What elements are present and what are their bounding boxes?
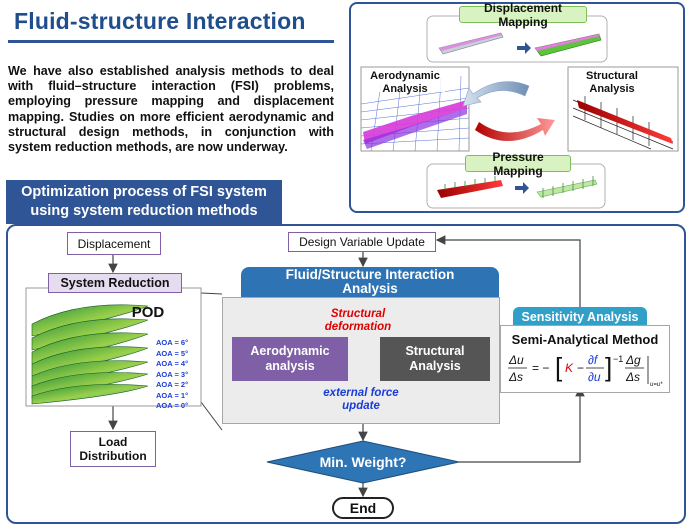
svg-text:u=u*: u=u*	[650, 382, 663, 388]
aoa-legend: AOA = 6° AOA = 5° AOA = 4° AOA = 3° AOA …	[156, 338, 198, 412]
flowchart-connectors	[25, 235, 585, 498]
svg-text:∂f: ∂f	[588, 353, 599, 367]
pod-label: POD	[131, 304, 165, 321]
sensitivity-equation: Δu Δs = − [ K − ∂f ∂u ] −1 Δg Δs u=u*	[508, 352, 663, 388]
aoa-label: AOA = 5°	[156, 348, 189, 358]
fsi-analysis-header: Fluid/Structure Interaction Analysis	[241, 267, 499, 297]
pressure-mapping-label: Pressure Mapping	[465, 150, 571, 178]
svg-text:Δs: Δs	[508, 370, 523, 384]
structural-deformation-label: Structural deformation	[324, 308, 392, 333]
optimization-process-title: Optimization process of FSI system using…	[6, 180, 282, 224]
arrow-decision-to-sensitivity	[459, 386, 585, 463]
svg-text:Δg: Δg	[625, 353, 641, 367]
aoa-label: AOA = 6°	[156, 338, 189, 347]
min-weight-decision	[266, 440, 460, 484]
external-force-update-label: external force update	[323, 387, 399, 412]
aerodynamic-analysis-label: Aerodynamic Analysis	[370, 70, 440, 95]
displacement-box: Displacement	[67, 232, 161, 255]
sensitivity-analysis-header: Sensitivity Analysis	[513, 307, 647, 327]
svg-text:= −: = −	[532, 361, 549, 375]
svg-text:∂u: ∂u	[588, 370, 601, 384]
structural-analysis-box: Structural Analysis	[380, 337, 490, 381]
wing-load-shape	[536, 179, 598, 198]
aerodynamic-analysis-box: Aerodynamic analysis	[232, 337, 348, 381]
load-distribution-box: Load Distribution	[70, 431, 156, 467]
svg-text:[: [	[555, 352, 563, 382]
fsi-mapping-panel: Displacement Mapping Aerodynamic Analysi…	[349, 1, 685, 213]
aoa-label: AOA = 2°	[156, 380, 189, 389]
aoa-label: AOA = 4°	[156, 359, 189, 368]
arrow-sensitivity-to-update	[435, 235, 581, 310]
svg-text:Δu: Δu	[508, 353, 524, 367]
semi-analytical-box	[500, 325, 670, 393]
svg-text:K: K	[565, 361, 574, 375]
design-variable-update-box: Design Variable Update	[288, 232, 436, 252]
min-weight-label: Min. Weight?	[319, 454, 407, 470]
aoa-label: AOA = 1°	[156, 390, 189, 400]
svg-text:Δs: Δs	[625, 370, 640, 384]
pod-wing-stack	[31, 304, 149, 405]
svg-text:−: −	[577, 361, 584, 375]
page-title: Fluid-structure Interaction	[14, 8, 306, 34]
optimization-flowchart-panel: Displacement System Reduction POD AOA = …	[6, 224, 686, 524]
semi-analytical-method-label: Semi-Analytical Method	[511, 332, 659, 347]
title-underline	[8, 40, 334, 43]
curved-arrow-left-icon	[462, 81, 530, 107]
wing-pressure-shape	[437, 180, 503, 198]
arrow-right-icon	[517, 42, 531, 54]
intro-paragraph: We have also established analysis method…	[8, 64, 334, 155]
displacement-mapping-label: Displacement Mapping	[459, 1, 587, 29]
end-terminal: End	[332, 497, 394, 519]
arrow-right-icon	[515, 182, 529, 194]
curved-arrow-right-icon	[475, 118, 555, 141]
aoa-label: AOA = 0°	[156, 401, 189, 410]
fsi-mapping-illustration	[360, 15, 679, 209]
svg-text:−1: −1	[613, 354, 623, 364]
system-reduction-box: System Reduction	[48, 273, 182, 293]
structural-analysis-label: Structural Analysis	[586, 70, 638, 95]
svg-text:]: ]	[605, 352, 612, 382]
aoa-label: AOA = 3°	[156, 369, 189, 379]
